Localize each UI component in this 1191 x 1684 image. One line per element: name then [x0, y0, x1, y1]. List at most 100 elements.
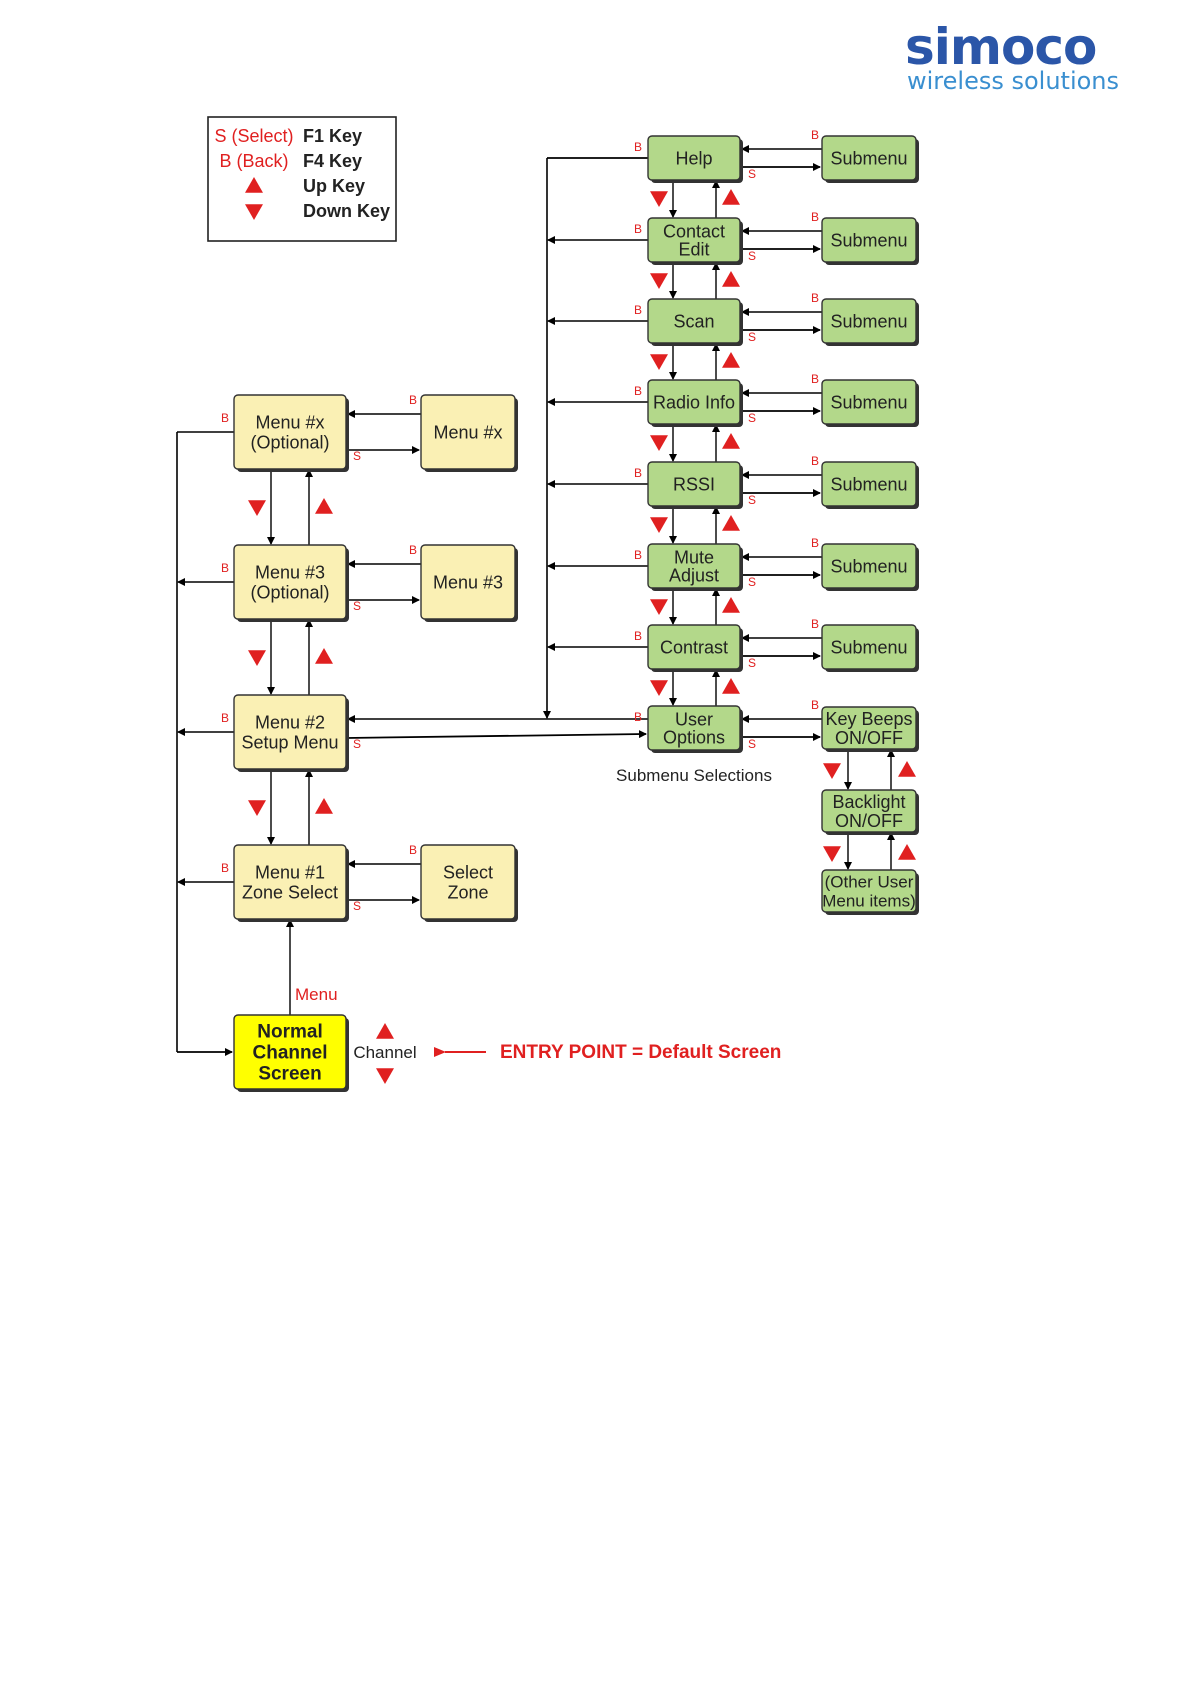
up-key-icon [722, 189, 740, 205]
logo-tagline: wireless solutions [907, 67, 1120, 95]
box-menu-3 [233, 544, 347, 620]
back-label: B [409, 843, 417, 857]
box-submenu [821, 135, 917, 181]
down-key-icon [248, 650, 266, 666]
legend-key: F4 Key [303, 151, 362, 171]
up-key-icon [722, 597, 740, 613]
select-label: S [353, 899, 361, 913]
box-submenu-label: Submenu [830, 392, 907, 412]
up-key-icon [722, 678, 740, 694]
back-label: B [634, 710, 642, 724]
back-label: B [221, 861, 229, 875]
back-label: B [811, 128, 819, 142]
back-label: B [221, 561, 229, 575]
select-label: S [748, 249, 756, 263]
box-menu-x [233, 394, 347, 470]
legend-down-key-icon [245, 204, 263, 220]
down-key-icon [650, 191, 668, 207]
box-normal-channel-screen [233, 1014, 347, 1090]
down-key-icon [650, 273, 668, 289]
down-key-icon [248, 500, 266, 516]
box-submenu [821, 298, 917, 344]
box-submenu [821, 461, 917, 507]
back-label: B [811, 536, 819, 550]
up-key-icon [722, 433, 740, 449]
back-label: B [634, 466, 642, 480]
select-label: S [353, 737, 361, 751]
back-label: B [634, 629, 642, 643]
box-menu-x-label: Menu #x(Optional) [250, 412, 329, 452]
down-key-icon [650, 680, 668, 696]
box-scan [647, 298, 741, 344]
back-label: B [811, 454, 819, 468]
box-user-options [647, 705, 741, 751]
back-label: B [409, 393, 417, 407]
box-submenu-label: Submenu [830, 148, 907, 168]
box-radio-info-label: Radio Info [653, 392, 735, 412]
box-submenu-label: Submenu [830, 556, 907, 576]
box-submenu [821, 379, 917, 425]
select-label: S [748, 656, 756, 670]
box-contrast [647, 624, 741, 670]
back-label: B [634, 548, 642, 562]
select-label: S [748, 167, 756, 181]
back-label: B [811, 372, 819, 386]
box-select-zone [420, 844, 516, 920]
legend-key: Down Key [303, 201, 390, 221]
box-menu-x-sub-label: Menu #x [433, 422, 502, 442]
box-contrast-label: Contrast [660, 637, 728, 657]
select-label: S [748, 411, 756, 425]
menu-key-label: Menu [295, 985, 338, 1004]
box-submenu [821, 217, 917, 263]
channel-up-icon [376, 1023, 394, 1039]
back-label: B [634, 303, 642, 317]
box-submenu-label: Submenu [830, 637, 907, 657]
box-help-label: Help [675, 148, 712, 168]
box-scan-label: Scan [673, 311, 714, 331]
submenu-selections-label: Submenu Selections [616, 766, 772, 785]
back-label: B [221, 411, 229, 425]
channel-down-icon [376, 1068, 394, 1084]
legend-up-key-icon [245, 177, 263, 193]
back-label: B [409, 543, 417, 557]
box-contact-edit [647, 217, 741, 263]
box-rssi-label: RSSI [673, 474, 715, 494]
box-help [647, 135, 741, 181]
select-label: S [748, 575, 756, 589]
down-key-icon [650, 435, 668, 451]
box-submenu [821, 543, 917, 589]
up-key-icon [315, 498, 333, 514]
box-menu-3-sub-label: Menu #3 [433, 572, 503, 592]
back-label: B [634, 384, 642, 398]
select-label: S [353, 599, 361, 613]
up-key-icon [722, 271, 740, 287]
channel-label: Channel [353, 1043, 416, 1062]
up-key-icon [898, 844, 916, 860]
select-to-user-options [345, 730, 647, 739]
up-key-icon [315, 798, 333, 814]
legend-symbol: B (Back) [219, 151, 288, 171]
legend-symbol: S (Select) [214, 126, 293, 146]
diagram-marks: S (Select) B (Back) Menu B S B S B S S B B B B B B B B B B B… [214, 126, 916, 1084]
box-menu-1 [233, 844, 347, 920]
entry-point-label: ENTRY POINT = Default Screen [500, 1042, 781, 1063]
select-label: S [748, 330, 756, 344]
box-key-beeps [821, 706, 917, 750]
up-key-icon [898, 761, 916, 777]
up-key-icon [722, 352, 740, 368]
box-other-user-items [821, 869, 917, 913]
box-mute-adjust [647, 543, 741, 589]
box-backlight [821, 789, 917, 833]
down-key-icon [248, 800, 266, 816]
legend-key: Up Key [303, 176, 365, 196]
connector-lines [176, 145, 895, 1056]
